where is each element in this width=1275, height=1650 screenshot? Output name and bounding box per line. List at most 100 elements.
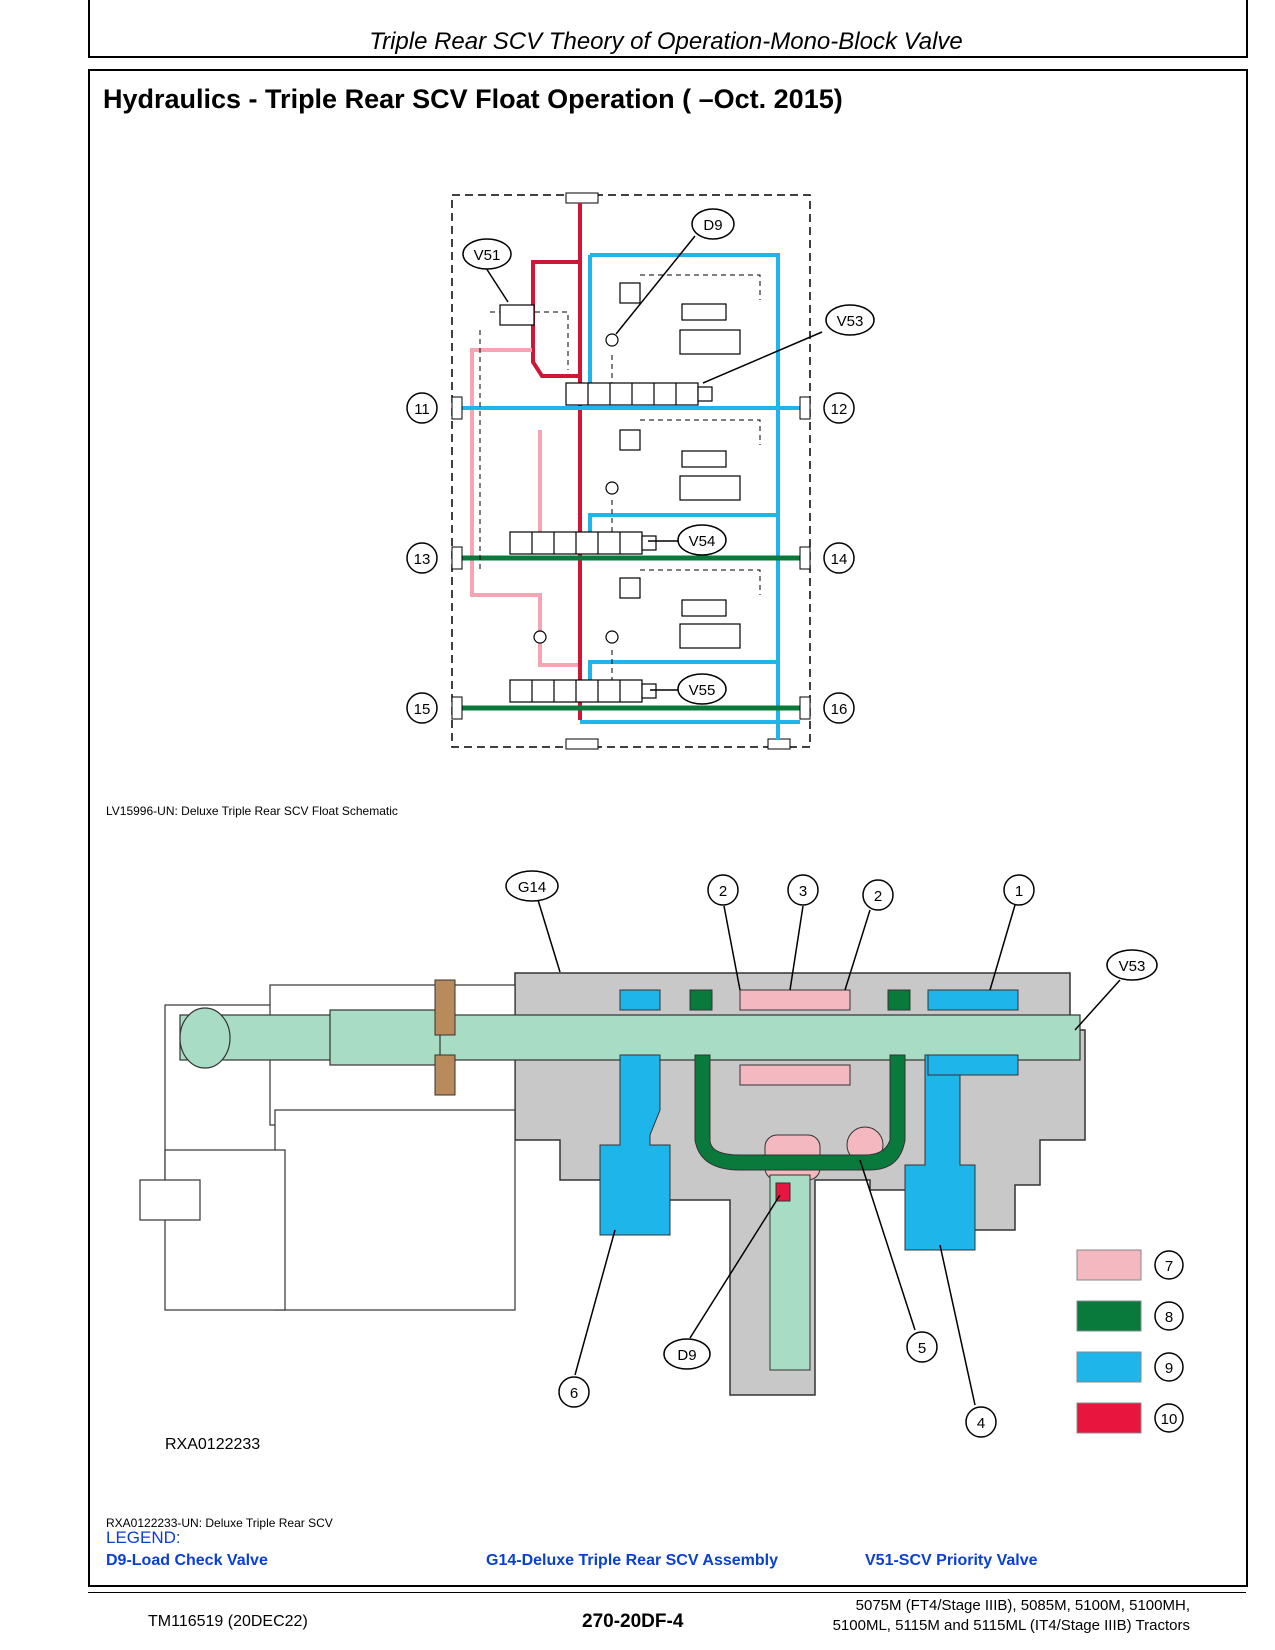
callout-2a: 2	[707, 874, 739, 906]
svg-text:4: 4	[977, 1415, 985, 1432]
pink-land-bottom	[739, 1064, 851, 1086]
green-land-left-top	[689, 989, 713, 1011]
return-line	[590, 253, 780, 740]
green-land-right-top	[887, 989, 911, 1011]
port-label-13: 13	[406, 542, 438, 574]
float-schematic: D9 V51 V53 V54 V55 11 12 13 14 15 16	[406, 192, 875, 750]
svg-text:D9: D9	[703, 217, 722, 234]
blue-port-left	[599, 1054, 671, 1236]
header-frame	[88, 0, 1248, 58]
callout-d9-cutaway: D9	[663, 1338, 711, 1370]
blue-land-bottom	[927, 1054, 1019, 1076]
svg-text:V51: V51	[474, 247, 501, 264]
color-key-number-circle	[1154, 1250, 1184, 1280]
blue-land-left	[619, 989, 661, 1011]
return-branch-2	[588, 513, 778, 535]
cutaway-caption: RXA0122233-UN: Deluxe Triple Rear SCV	[106, 1516, 333, 1530]
legend-heading: LEGEND:	[106, 1528, 181, 1547]
color-key: 7 8 9 10	[1076, 1249, 1184, 1434]
callout-v54: V54	[677, 524, 727, 556]
content-frame	[88, 69, 1248, 1587]
callout-1: 1	[1003, 874, 1035, 906]
seal-top	[434, 979, 456, 1036]
footer-doc-id: TM116519 (20DEC22)	[148, 1613, 308, 1630]
section-title: Hydraulics - Triple Rear SCV Float Opera…	[103, 84, 843, 114]
spool-section-2	[509, 531, 657, 555]
color-key-number: 10	[1161, 1411, 1178, 1428]
svg-text:D9: D9	[677, 1347, 696, 1364]
svg-text:12: 12	[831, 401, 848, 418]
blue-port-right	[904, 1054, 976, 1251]
svg-text:V53: V53	[1119, 958, 1146, 975]
bottom-port	[565, 738, 599, 750]
color-swatch	[1076, 1300, 1142, 1332]
color-key-number: 7	[1165, 1258, 1173, 1275]
port-label-11: 11	[406, 392, 438, 424]
color-swatch	[1076, 1249, 1142, 1281]
callout-2b: 2	[862, 879, 894, 911]
footer-models-line2: 5100ML, 5115M and 5115ML (IT4/Stage IIIB…	[832, 1617, 1190, 1634]
footer-rule	[88, 1592, 1246, 1593]
callout-6: 6	[558, 1376, 590, 1408]
priority-valve-symbol	[499, 304, 535, 326]
cutaway-leaders	[537, 899, 1121, 1406]
spool-end	[179, 1007, 231, 1069]
svg-text:15: 15	[414, 701, 431, 718]
svg-text:11: 11	[414, 401, 430, 418]
color-key-number: 8	[1165, 1309, 1173, 1326]
svg-text:14: 14	[831, 551, 848, 568]
valve-block-outline	[451, 194, 811, 748]
color-key-number-circle	[1154, 1352, 1184, 1382]
pink-land-top	[739, 989, 851, 1011]
legend-item-g14: G14-Deluxe Triple Rear SCV Assembly	[486, 1552, 778, 1569]
svg-text:13: 13	[414, 551, 431, 568]
color-swatch	[1076, 1351, 1142, 1383]
svg-text:3: 3	[799, 883, 807, 900]
schematic-leaders	[485, 235, 823, 691]
svg-text:2: 2	[719, 883, 727, 900]
callout-v53-cutaway: V53	[1106, 949, 1158, 981]
color-swatch	[1076, 1402, 1142, 1434]
seal-bottom	[434, 1054, 456, 1096]
spool-section-1	[565, 382, 713, 406]
callout-4: 4	[965, 1406, 997, 1438]
callout-3: 3	[787, 874, 819, 906]
svg-text:V55: V55	[689, 682, 716, 699]
svg-text:V54: V54	[689, 533, 716, 550]
solenoid-symbols	[499, 282, 741, 649]
port-label-14: 14	[823, 542, 855, 574]
callout-v51: V51	[462, 238, 512, 270]
svg-text:V53: V53	[837, 313, 864, 330]
detent-spring	[329, 1009, 441, 1066]
port-label-12: 12	[823, 392, 855, 424]
footer-models: 5075M (FT4/Stage IIIB), 5085M, 5100M, 51…	[760, 1596, 1190, 1636]
spool-section-3	[509, 679, 657, 703]
page-header-title: Triple Rear SCV Theory of Operation-Mono…	[369, 28, 963, 55]
color-key-number-circle	[1154, 1403, 1184, 1433]
schematic-caption: LV15996-UN: Deluxe Triple Rear SCV Float…	[106, 804, 398, 818]
svg-text:G14: G14	[518, 879, 546, 896]
callout-v53: V53	[825, 304, 875, 336]
svg-text:6: 6	[570, 1385, 578, 1402]
check-valve-symbols	[533, 333, 619, 644]
port-label-16: 16	[823, 692, 855, 724]
callout-d9: D9	[691, 208, 735, 240]
legend-item-v51: V51-SCV Priority Valve	[865, 1552, 1038, 1569]
blue-land-top	[927, 989, 1019, 1011]
spool	[179, 1014, 1081, 1061]
priority-pressure-line	[531, 260, 580, 378]
pilot-line-left	[470, 348, 578, 667]
load-check-stem	[769, 1174, 811, 1371]
callout-v55: V55	[677, 673, 727, 705]
color-key-number: 9	[1165, 1360, 1173, 1377]
cutaway-image-id: RXA0122233	[165, 1436, 260, 1453]
footer-models-line1: 5075M (FT4/Stage IIIB), 5085M, 5100M, 51…	[855, 1597, 1190, 1614]
return-port	[767, 738, 791, 750]
float-passage	[694, 1054, 906, 1171]
cutaway-illustration: G14 2 3 2 1 V53 D9 6 5 4 RXA0122233 7891…	[139, 870, 1184, 1453]
callout-g14: G14	[505, 870, 559, 902]
port-blocks	[451, 396, 811, 720]
color-key-number-circle	[1154, 1301, 1184, 1331]
svg-text:1: 1	[1015, 883, 1023, 900]
svg-text:16: 16	[831, 701, 848, 718]
